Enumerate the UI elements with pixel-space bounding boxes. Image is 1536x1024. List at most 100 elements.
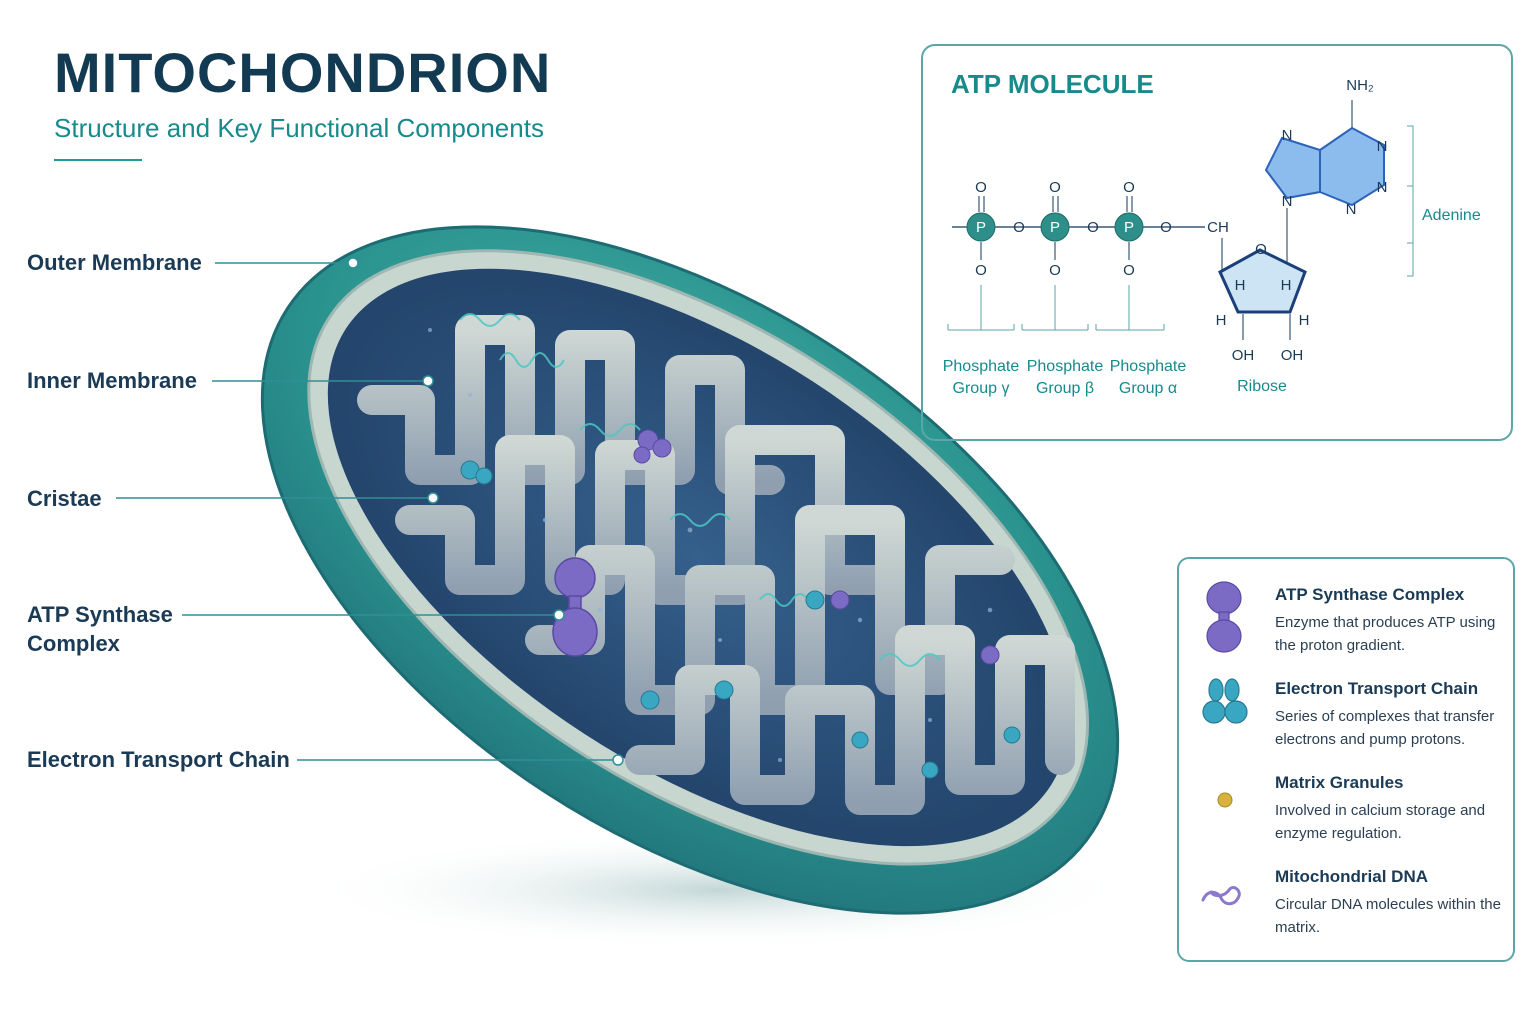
- phosphate-beta: P O O: [1040, 179, 1070, 279]
- bracket-gamma: [947, 285, 1015, 331]
- electron-transport-clusters: [460, 460, 1021, 779]
- ring-hydrogen: H: [1235, 277, 1246, 294]
- ring-hydrogen: H: [1281, 277, 1292, 294]
- bridge-oxygen: O: [1160, 219, 1172, 236]
- dna-strand: [579, 423, 641, 437]
- matrix-granule: [687, 527, 693, 533]
- label-atp-synthase: ATP Synthase Complex: [27, 602, 173, 656]
- etc-complex: [640, 690, 660, 710]
- phosphorus-label: P: [1050, 219, 1060, 236]
- etc-complex: [714, 680, 734, 700]
- legend-desc-mitochondrial-dna: Circular DNA molecules within the matrix…: [1275, 896, 1501, 936]
- oxygen-label: O: [1049, 262, 1061, 279]
- adenine-rings: NH₂ N N N N N: [1264, 77, 1388, 218]
- atp-synthase-complex: [552, 557, 598, 657]
- leader-dot: [422, 375, 434, 387]
- dna-strand: [669, 513, 731, 527]
- nitrogen-label: N: [1282, 193, 1293, 210]
- label-adenine: Adenine: [1422, 207, 1481, 224]
- nitrogen-label: N: [1346, 201, 1357, 218]
- dna-strand: [759, 593, 809, 607]
- synthase-unit: [980, 645, 1000, 665]
- atp-molecule-panel: [921, 44, 1513, 441]
- leader-dot: [612, 754, 624, 766]
- crista-fold: [395, 425, 895, 605]
- ch-group-label: CH: [1207, 219, 1229, 236]
- oxygen-label: O: [1123, 262, 1135, 279]
- legend-desc-matrix-granules: Involved in calcium storage and enzyme r…: [1275, 802, 1486, 842]
- callout-leaders: [116, 257, 624, 766]
- bridge-oxygen: O: [1087, 219, 1099, 236]
- ring-hydrogen: H: [1299, 312, 1310, 329]
- title-divider: [54, 159, 142, 161]
- ring-oxygen: O: [1255, 241, 1267, 258]
- legend-desc-electron-transport: Series of complexes that transfer electr…: [1275, 708, 1495, 748]
- matrix-granule: [598, 608, 602, 612]
- hydroxyl-label: OH: [1232, 347, 1255, 364]
- crista-fold: [357, 315, 785, 495]
- adenine-bracket: [1407, 125, 1414, 277]
- mitochondrial-dna-strands: [459, 313, 941, 667]
- legend-title-matrix-granules: Matrix Granules: [1275, 773, 1404, 792]
- matrix-granule: [857, 617, 863, 623]
- adenine-six-ring: [1319, 126, 1385, 207]
- atp-synthase-small: [633, 429, 1000, 665]
- legend-title-atp-synthase: ATP Synthase Complex: [1275, 585, 1465, 604]
- legend-title-electron-transport: Electron Transport Chain: [1275, 679, 1479, 698]
- label-electron-transport-chain: Electron Transport Chain: [27, 747, 290, 772]
- oxygen-label: O: [1123, 179, 1135, 196]
- synthase-unit: [633, 446, 651, 464]
- label-ribose: Ribose: [1237, 378, 1287, 395]
- bracket-alpha: [1095, 285, 1165, 331]
- etc-complex: [805, 590, 825, 610]
- label-phosphate-alpha-group: Phosphate Group α: [1109, 358, 1187, 397]
- phosphorus-label: P: [976, 219, 986, 236]
- nitrogen-label: N: [1377, 179, 1388, 196]
- bridge-oxygen: O: [1013, 219, 1025, 236]
- matrix-granule: [542, 517, 548, 523]
- phosphorus-atom: [966, 212, 996, 242]
- label-phosphate-gamma-group: Phosphate Group γ: [942, 358, 1020, 397]
- leader-dot: [553, 609, 565, 621]
- ribose-pentagon: [1218, 248, 1307, 314]
- leader-dot: [427, 492, 439, 504]
- matrix-granule: [987, 607, 993, 613]
- phosphorus-atom: [1114, 212, 1144, 242]
- matrix-granule: [928, 718, 932, 722]
- ring-hydrogen: H: [1216, 312, 1227, 329]
- etc-complex: [851, 731, 869, 749]
- legend-panel: [1177, 557, 1515, 962]
- synthase-unit: [652, 438, 672, 458]
- nitrogen-label: N: [1377, 138, 1388, 155]
- synthase-unit: [830, 590, 850, 610]
- phosphorus-label: P: [1124, 219, 1134, 236]
- phosphate-alpha: P O O: [1114, 179, 1144, 279]
- dna-strand: [499, 352, 565, 368]
- dna-strand: [459, 313, 521, 327]
- matrix-granules: [428, 328, 993, 762]
- amine-label: NH₂: [1346, 77, 1374, 94]
- label-phosphate-beta-group: Phosphate Group β: [1026, 358, 1104, 397]
- etc-complex: [1003, 726, 1021, 744]
- etc-complex: [475, 467, 493, 485]
- synthase-base: [552, 607, 598, 657]
- bracket-beta: [1021, 285, 1089, 331]
- leader-dot: [347, 257, 359, 269]
- page-title: MITOCHONDRION: [54, 41, 552, 104]
- phosphate-brackets: [947, 285, 1165, 331]
- page-subtitle: Structure and Key Functional Components: [54, 113, 544, 143]
- legend-desc-atp-synthase: Enzyme that produces ATP using the proto…: [1275, 614, 1496, 654]
- dna-strand: [879, 653, 941, 667]
- label-cristae: Cristae: [27, 486, 102, 511]
- matrix-granule: [718, 638, 722, 642]
- matrix-granule: [468, 393, 472, 397]
- ribose-ring: O H H H H OH OH: [1216, 208, 1310, 364]
- oxygen-label: O: [975, 262, 987, 279]
- oxygen-label: O: [975, 179, 987, 196]
- phosphorus-atom: [1040, 212, 1070, 242]
- legend-title-mitochondrial-dna: Mitochondrial DNA: [1275, 867, 1428, 886]
- matrix-granule: [778, 758, 782, 762]
- oxygen-label: O: [1049, 179, 1061, 196]
- label-outer-membrane: Outer Membrane: [27, 250, 202, 275]
